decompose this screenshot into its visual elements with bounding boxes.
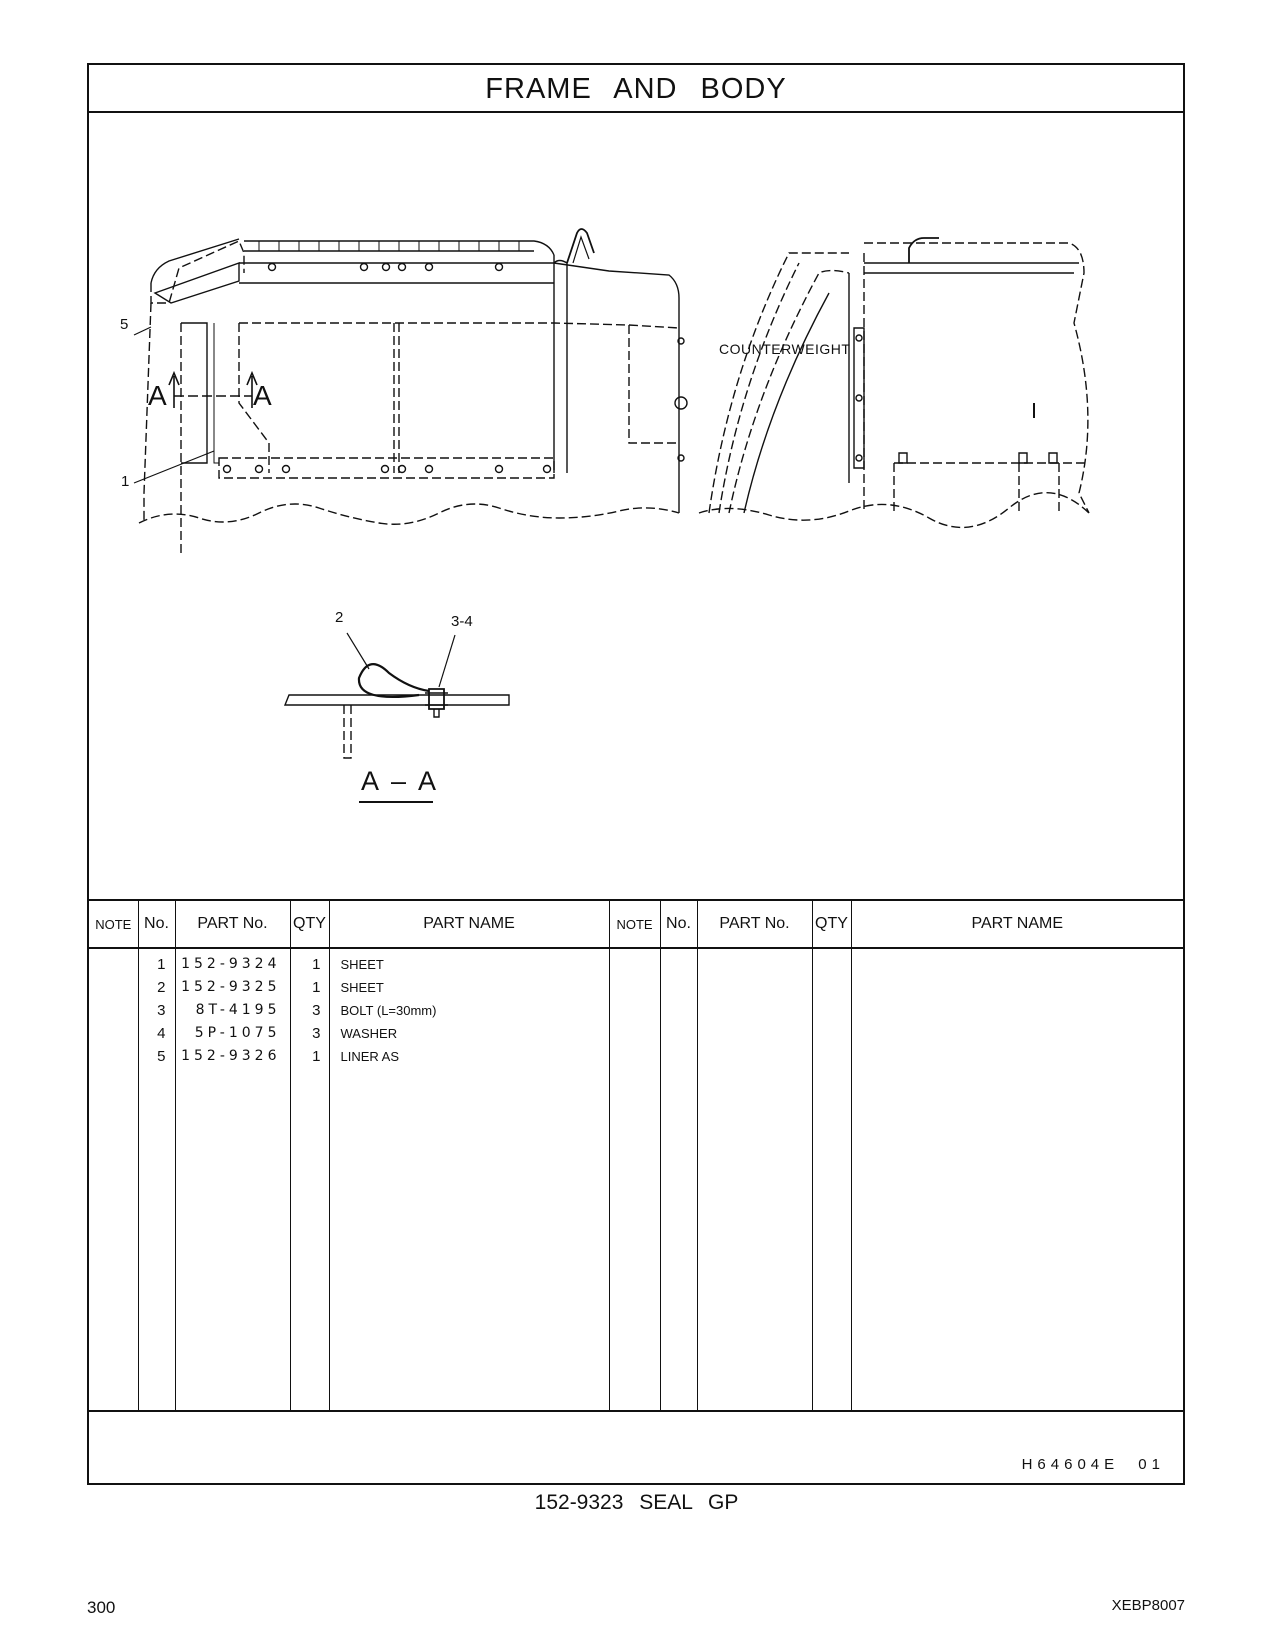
section-mark-right: A	[253, 380, 272, 411]
reference-row: H64604E 01	[89, 1410, 1183, 1485]
reference-code: H64604E 01	[1021, 1456, 1165, 1473]
section-view-label: A – A	[361, 766, 440, 796]
row-part-no: 8T-4195	[195, 1002, 281, 1018]
part-no-column: 152-9324 152-9325 8T-4195 5P-1075 152-93…	[174, 948, 290, 1410]
callout-3-4: 3-4	[451, 613, 473, 630]
section-mark-left: A	[148, 380, 167, 411]
row-part-no: 152-9326	[181, 1048, 281, 1064]
row-part-name: WASHER	[340, 1026, 398, 1041]
qty-column: 1 1 3 3 1	[289, 948, 329, 1410]
exploded-view-svg	[133, 228, 1090, 759]
row-part-no: 152-9324	[181, 956, 281, 972]
page-number: 300	[87, 1598, 116, 1617]
page-title: FRAME AND BODY	[89, 65, 1183, 113]
qty-column-2	[811, 948, 851, 1410]
counterweight-label: COUNTERWEIGHT	[719, 341, 851, 357]
row-qty: 3	[312, 1025, 321, 1042]
header-no-2: No.	[659, 899, 697, 949]
header-qty-2: QTY	[811, 899, 851, 949]
header-note-2: NOTE	[608, 899, 660, 949]
note-column-2	[608, 948, 660, 1410]
header-part-no: PART No.	[174, 899, 290, 949]
side-panel-drawing	[133, 228, 688, 553]
row-part-no: 5P-1075	[194, 1025, 281, 1041]
header-qty: QTY	[289, 899, 329, 949]
row-part-name: LINER AS	[340, 1049, 400, 1064]
callout-1: 1	[121, 473, 130, 490]
part-name-column: SHEET SHEET BOLT (L=30mm) WASHER LINER A…	[328, 948, 609, 1410]
note-column	[89, 948, 138, 1410]
table-header-row: NOTE No. PART No. QTY PART NAME NOTE No.…	[89, 899, 1183, 949]
row-qty: 1	[312, 979, 321, 996]
part-name-column-2	[850, 948, 1183, 1410]
callout-5: 5	[120, 316, 129, 333]
parts-table: NOTE No. PART No. QTY PART NAME NOTE No.…	[89, 899, 1183, 1410]
section-view-underline	[359, 801, 433, 803]
counterweight-drawing	[698, 237, 1090, 529]
table-body-row: 1 2 3 4 5 152-9324 152-9325 8T-4195 5P-1…	[89, 948, 1183, 1410]
row-no: 2	[157, 979, 166, 996]
row-no: 5	[157, 1048, 166, 1065]
part-no-column-2	[696, 948, 812, 1410]
row-part-name: SHEET	[340, 957, 384, 972]
row-qty: 1	[312, 956, 321, 973]
row-part-name: SHEET	[340, 980, 384, 995]
section-aa-drawing	[283, 632, 510, 759]
row-no: 4	[157, 1025, 166, 1042]
header-part-no-2: PART No.	[696, 899, 812, 949]
header-note: NOTE	[89, 899, 138, 949]
row-part-no: 152-9325	[181, 979, 281, 995]
row-no: 1	[157, 956, 166, 973]
row-qty: 1	[312, 1048, 321, 1065]
callout-2: 2	[335, 609, 344, 626]
row-qty: 3	[312, 1002, 321, 1019]
row-part-name: BOLT (L=30mm)	[340, 1003, 437, 1018]
parts-drawing: 5 1 2 3-4 A A COUNTERWEIGHT A – A	[89, 113, 1183, 899]
catalog-frame: FRAME AND BODY	[87, 63, 1185, 1485]
group-title: 152-9323 SEAL GP	[534, 1491, 739, 1514]
document-code: XEBP8007	[1111, 1597, 1185, 1614]
header-part-name: PART NAME	[328, 899, 609, 949]
header-part-name-2: PART NAME	[850, 899, 1183, 949]
no-column: 1 2 3 4 5	[137, 948, 175, 1410]
row-no: 3	[157, 1002, 166, 1019]
no-column-2	[659, 948, 697, 1410]
header-no: No.	[137, 899, 175, 949]
